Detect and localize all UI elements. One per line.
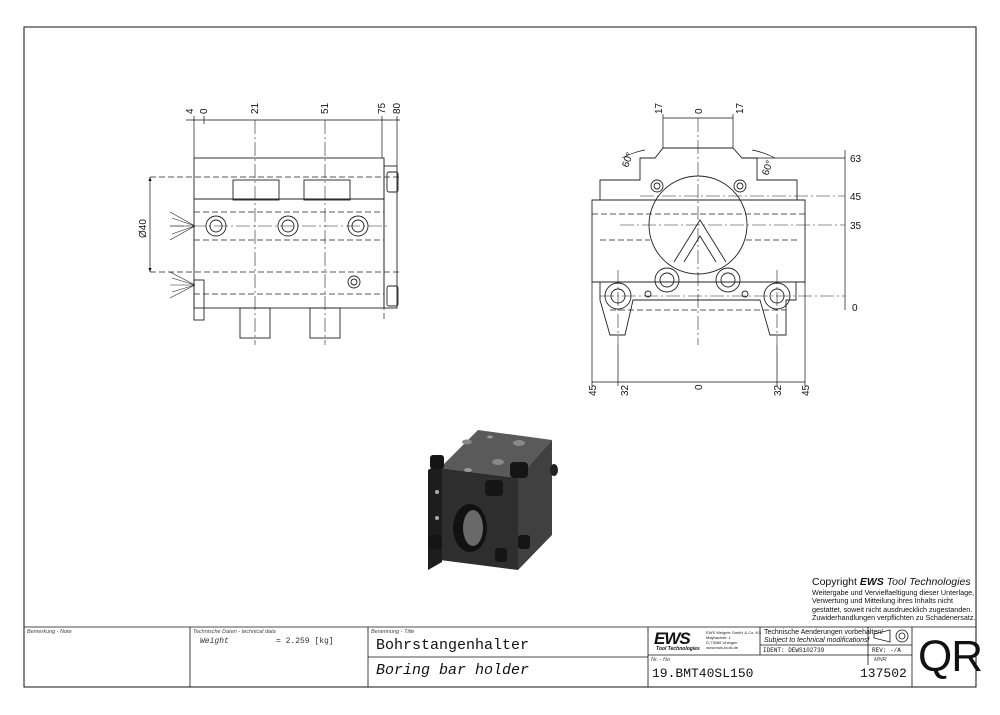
dim-label: 32 [620, 384, 631, 396]
mnr-label: MNR [874, 657, 887, 663]
nr-label: Nr. - No [651, 657, 671, 663]
dim-label: 45 [801, 384, 812, 396]
dim-label: 63 [850, 154, 862, 165]
diameter-label: Ø40 [138, 219, 149, 238]
part-number: 19.BMT40SL150 [652, 666, 754, 681]
remark-label: Bemerkung - Note [27, 629, 72, 635]
title-german: Bohrstangenhalter [376, 637, 530, 654]
copyright-line: Weitergabe und Vervielfaeltigung dieser … [812, 588, 975, 597]
dim-label: 45 [588, 384, 599, 396]
title-english: Boring bar holder [376, 662, 530, 679]
side-view-dimensions [148, 116, 400, 272]
revision: REV: -/A [872, 647, 901, 654]
company-logo: EWS [654, 629, 691, 648]
dim-label: 0 [199, 108, 210, 114]
copyright-line: Verwertung und Mitteilung ihres Inhalts … [812, 596, 954, 606]
isometric-render [428, 430, 558, 570]
copyright-line: Zuwiderhandlungen verpflichten zu Schade… [812, 613, 976, 623]
title-label: Benennung - Title [371, 629, 415, 635]
dim-label: 17 [654, 102, 665, 114]
front-right-dim-labels: 63 45 35 0 [850, 154, 862, 314]
weight-label: Weight [200, 637, 229, 646]
company-address: EWS Weigele GmbH & Co. KG Maybachstr. 1 … [706, 630, 762, 650]
copyright-title: Copyright EWS Tool Technologies [812, 576, 971, 588]
projection-symbol-icon [873, 629, 909, 643]
front-bottom-dim-labels: 45 32 0 32 45 [588, 384, 812, 396]
dim-label: 0 [694, 108, 705, 114]
copyright-line: gestattet, soweit nicht ausdruecklich zu… [812, 604, 973, 614]
change-notice-de: Technische Aenderungen vorbehalten! [764, 629, 884, 636]
dim-label: 32 [773, 384, 784, 396]
weight-value: = 2.259 [kg] [276, 637, 334, 646]
dim-label: 0 [694, 384, 705, 390]
dim-label: 0 [852, 303, 858, 314]
company-logo-sub: Tool Technologies [656, 646, 700, 652]
dim-label: 17 [735, 102, 746, 114]
side-top-dim-labels: 4 0 21 51 75 80 Ø40 [138, 102, 403, 238]
dim-label: 4 [185, 108, 196, 114]
side-view [150, 120, 400, 345]
qr-mark: QR [918, 632, 983, 681]
change-notice-en: Subject to technical modifications! [764, 637, 870, 644]
dim-label: 35 [850, 221, 862, 232]
dim-label: 21 [250, 102, 261, 114]
angle-label-right: 60° [760, 159, 776, 177]
dim-label: 80 [392, 102, 403, 114]
front-top-dim-labels: 17 0 17 [654, 102, 746, 114]
front-view-dimensions [591, 114, 846, 386]
dim-label: 45 [850, 192, 862, 203]
ident-number: IDENT: DEWS102739 [763, 647, 825, 654]
front-view [591, 118, 845, 345]
techdata-label: Technische Daten - technical data [193, 629, 276, 635]
drawing-frame [23, 26, 977, 688]
dim-label: 51 [320, 102, 331, 114]
title-block-grid [24, 626, 976, 687]
copyright-notice: Copyright EWS Tool Technologies Weiterga… [812, 576, 982, 623]
angle-labels: 60° 60° [620, 151, 776, 177]
mnr-number: 137502 [860, 666, 907, 681]
dim-label: 75 [377, 102, 388, 114]
angle-label-left: 60° [620, 151, 636, 169]
